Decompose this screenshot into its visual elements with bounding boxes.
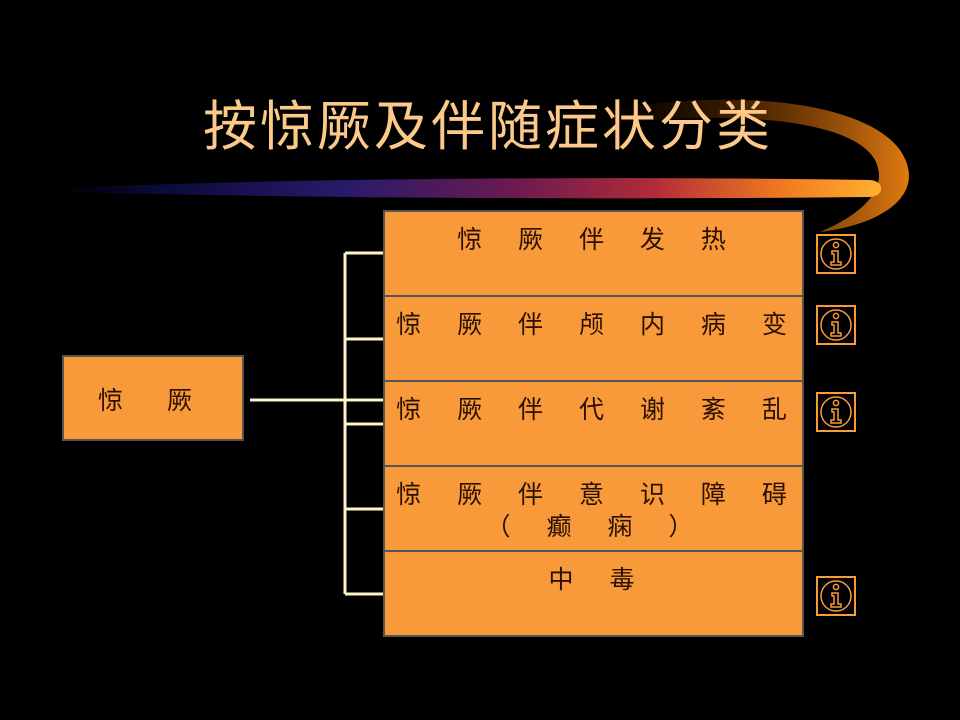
child-node-label: 惊 厥 伴 意 识 障 碍	[396, 480, 801, 509]
info-icon[interactable]	[816, 392, 856, 432]
child-node-sublabel: （ 癫 痫 ）	[485, 512, 708, 541]
root-node-label: 惊 厥	[98, 386, 210, 415]
child-node-poisoning: 中 毒	[383, 550, 804, 637]
info-icon[interactable]	[816, 305, 856, 345]
child-node-consciousness: 惊 厥 伴 意 识 障 碍 （ 癫 痫 ）	[383, 465, 804, 552]
root-node-convulsion: 惊 厥	[62, 355, 244, 441]
child-node-label: 中 毒	[548, 565, 649, 594]
child-node-label: 惊 厥 伴 发 热	[457, 225, 740, 254]
child-node-label: 惊 厥 伴 代 谢 紊 乱	[396, 395, 801, 424]
child-node-metabolic: 惊 厥 伴 代 谢 紊 乱	[383, 380, 804, 467]
slide-title: 按惊厥及伴随症状分类	[203, 95, 773, 158]
child-node-fever: 惊 厥 伴 发 热	[383, 210, 804, 297]
child-node-intracranial: 惊 厥 伴 颅 内 病 变	[383, 295, 804, 382]
info-icon[interactable]	[816, 234, 856, 274]
info-icon[interactable]	[816, 576, 856, 616]
child-node-label: 惊 厥 伴 颅 内 病 变	[396, 310, 801, 339]
